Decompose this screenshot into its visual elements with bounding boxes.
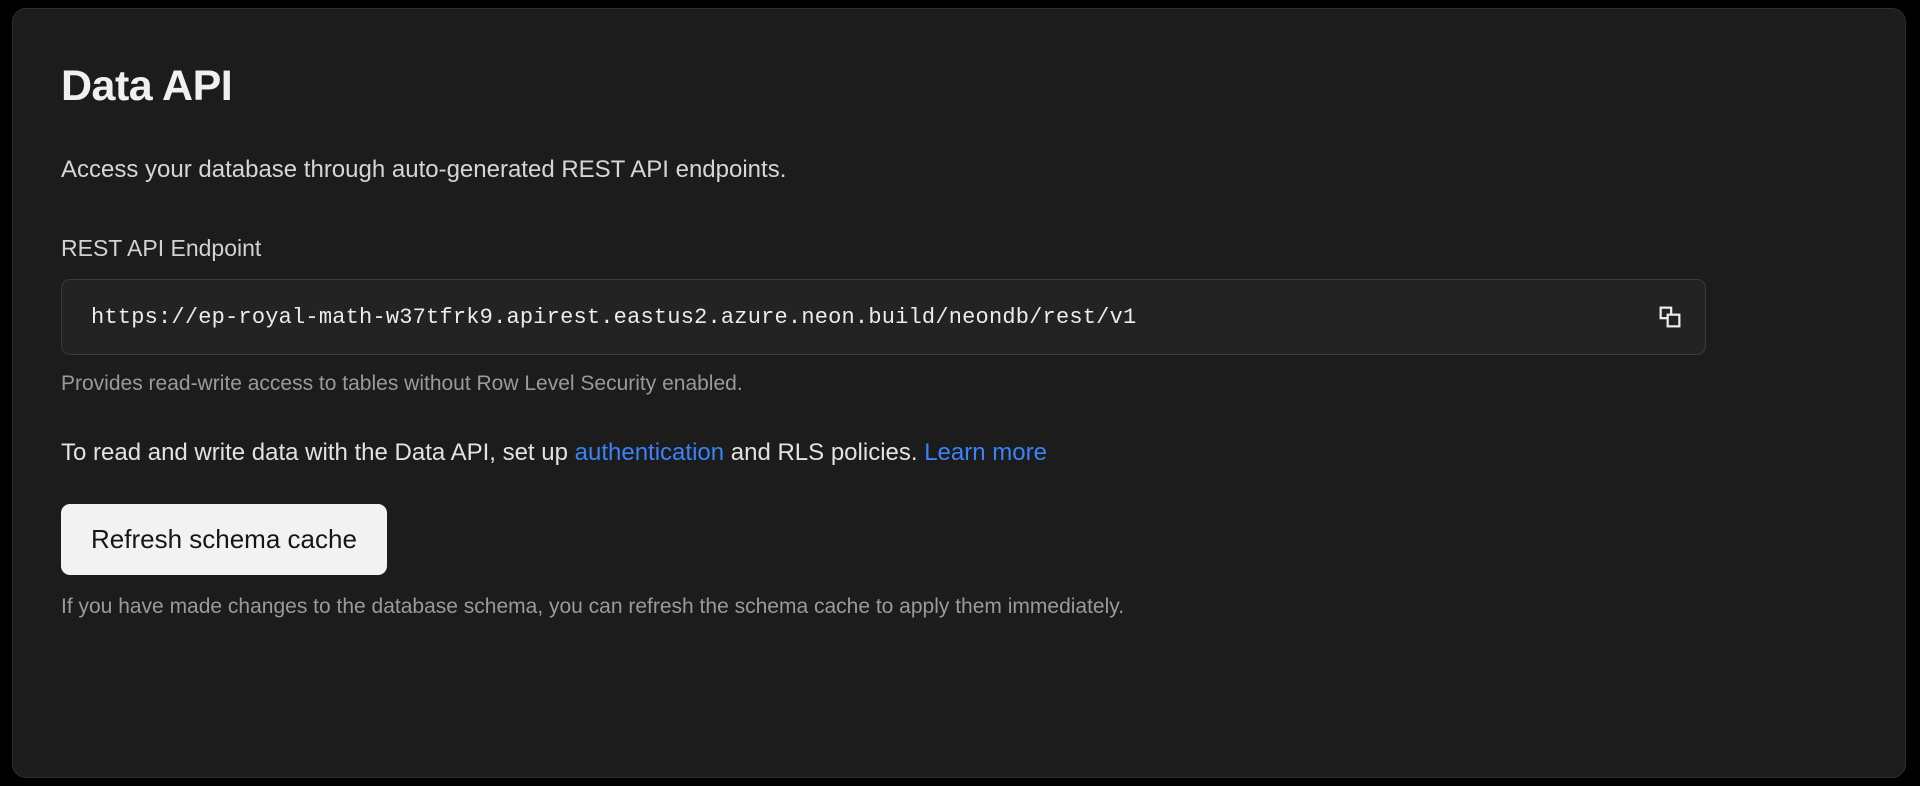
- rls-info-prefix: To read and write data with the Data API…: [61, 438, 575, 466]
- copy-endpoint-button[interactable]: [1635, 279, 1705, 355]
- rest-api-endpoint-label: REST API Endpoint: [61, 235, 262, 262]
- endpoint-helper-text: Provides read-write access to tables wit…: [61, 372, 743, 396]
- rest-api-endpoint-value[interactable]: https://ep-royal-math-w37tfrk9.apirest.e…: [91, 304, 1137, 330]
- authentication-link[interactable]: authentication: [574, 438, 725, 466]
- rls-info-line: To read and write data with the Data API…: [61, 437, 1905, 469]
- refresh-schema-cache-button[interactable]: Refresh schema cache: [61, 503, 387, 575]
- data-api-card: Data API Access your database through au…: [12, 8, 1906, 778]
- learn-more-link[interactable]: Learn more: [924, 438, 1047, 466]
- page-title: Data API: [61, 62, 233, 110]
- copy-icon: [1656, 303, 1684, 331]
- refresh-footer-text: If you have made changes to the database…: [61, 594, 1125, 618]
- rest-api-endpoint-field[interactable]: https://ep-royal-math-w37tfrk9.apirest.e…: [61, 279, 1706, 356]
- rls-info-middle: and RLS policies.: [724, 438, 925, 466]
- card-subtitle: Access your database through auto-genera…: [61, 156, 787, 183]
